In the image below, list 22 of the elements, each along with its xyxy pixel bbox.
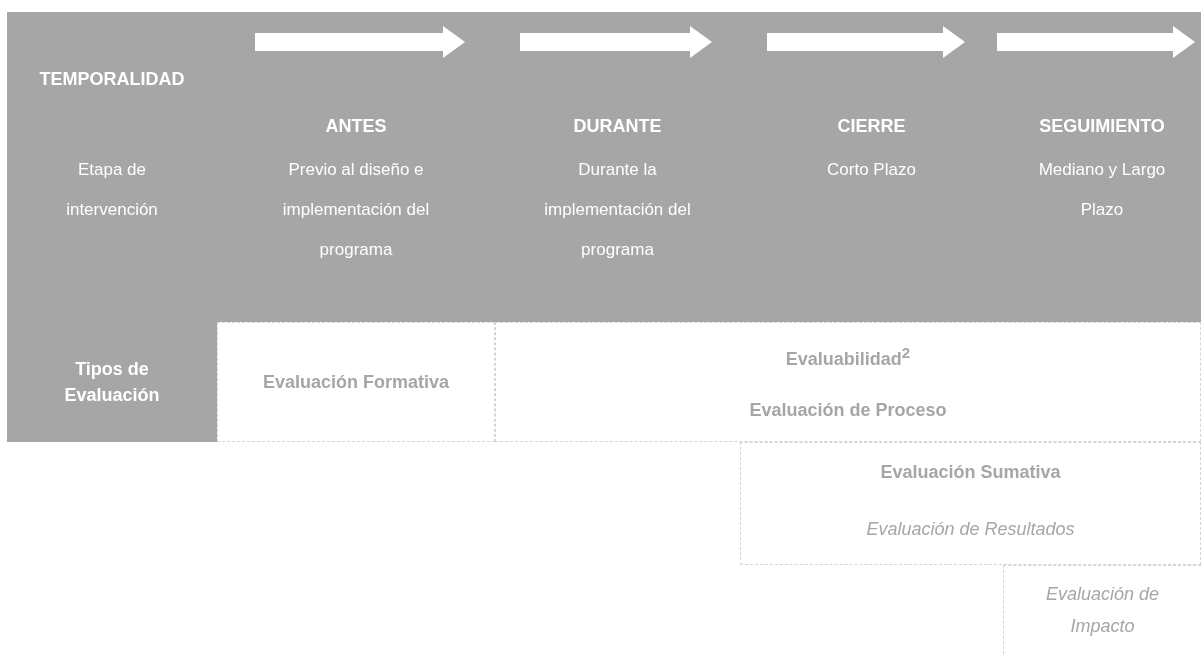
stage-description: Mediano y Largo Plazo [1037,159,1167,221]
evaluation-box [740,442,1201,565]
evaluation-type: Evaluación de Impacto [1044,583,1161,638]
row-heading: Tipos de Evaluación [63,358,161,407]
row-header [7,322,217,442]
stage-description: Etapa de intervención [65,159,159,221]
evaluation-type: Evaluabilidad$^{2}$ [785,343,911,370]
stage-heading: TEMPORALIDAD [38,69,186,90]
evaluation-type: Evaluación de Resultados [866,518,1075,541]
stage-description: Previo al diseño e implementación del programa [281,159,431,261]
evaluation-type: Evaluación Formativa [262,371,450,393]
evaluation-box [495,322,1201,442]
stage-heading: CIERRE [836,116,907,137]
evaluation-box [1003,565,1201,654]
stage-heading: ANTES [324,116,388,137]
stage-description: Corto Plazo [826,159,917,181]
stage-heading: DURANTE [572,116,663,137]
evaluation-type: Evaluación de Proceso [749,399,947,421]
stage-description: Durante la implementación del programa [543,159,692,261]
evaluation-type: Evaluación Sumativa [880,462,1061,483]
evaluation-box [217,322,495,442]
stage-heading: SEGUIMIENTO [1038,116,1166,137]
